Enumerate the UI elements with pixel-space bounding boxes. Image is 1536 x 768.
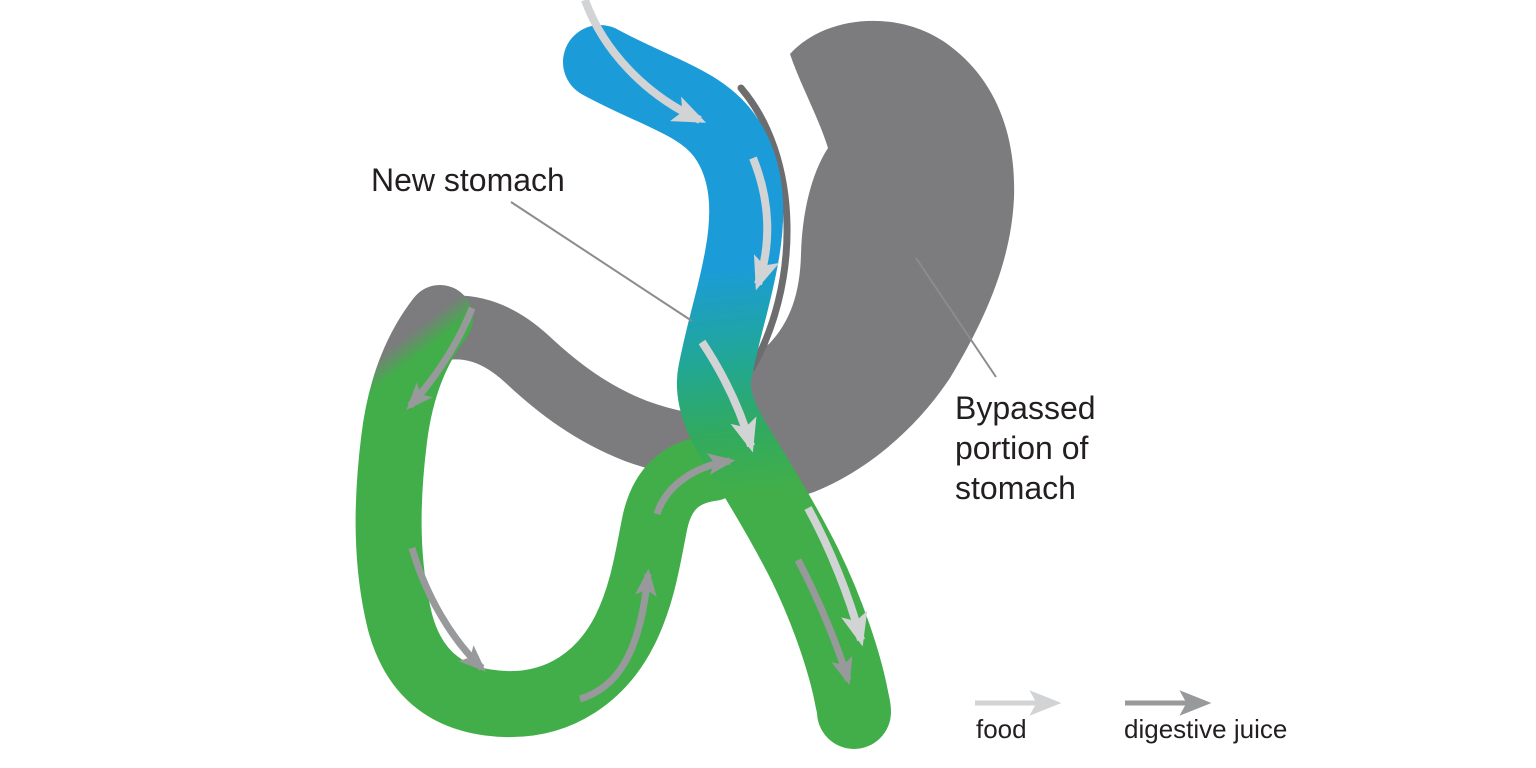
label-bypassed-line-1: Bypassed — [955, 390, 1096, 426]
biliopancreatic-loop — [355, 285, 745, 738]
label-bypassed-line-2: portion of — [955, 430, 1089, 466]
juice-flow-arrow — [578, 568, 657, 703]
food-flow-arrow — [749, 156, 780, 291]
juice-flow-arrows — [406, 306, 853, 703]
label-new-stomach: New stomach — [371, 162, 565, 198]
food-flow-arrow — [698, 339, 757, 453]
leader-line-bypassed — [915, 257, 997, 378]
food-flow-arrows — [581, 0, 868, 647]
food-flow-arrow — [581, 0, 707, 124]
legend-juice-label: digestive juice — [1124, 714, 1288, 744]
stomach-cut-edge — [737, 84, 791, 372]
juice-flow-arrow — [653, 453, 736, 516]
legend-food-label: food — [976, 714, 1027, 744]
leader-line-new-stomach — [510, 201, 693, 322]
bypassed-stomach-shape — [682, 20, 1015, 501]
juice-flow-arrow — [408, 547, 486, 672]
juice-flow-arrow — [406, 306, 476, 411]
label-bypassed-portion: Bypassed portion of stomach — [955, 388, 1096, 508]
duodenum-segment — [401, 295, 734, 478]
food-flow-arrow — [804, 506, 868, 647]
juice-flow-arrow — [794, 558, 853, 686]
label-bypassed-line-3: stomach — [955, 470, 1076, 506]
